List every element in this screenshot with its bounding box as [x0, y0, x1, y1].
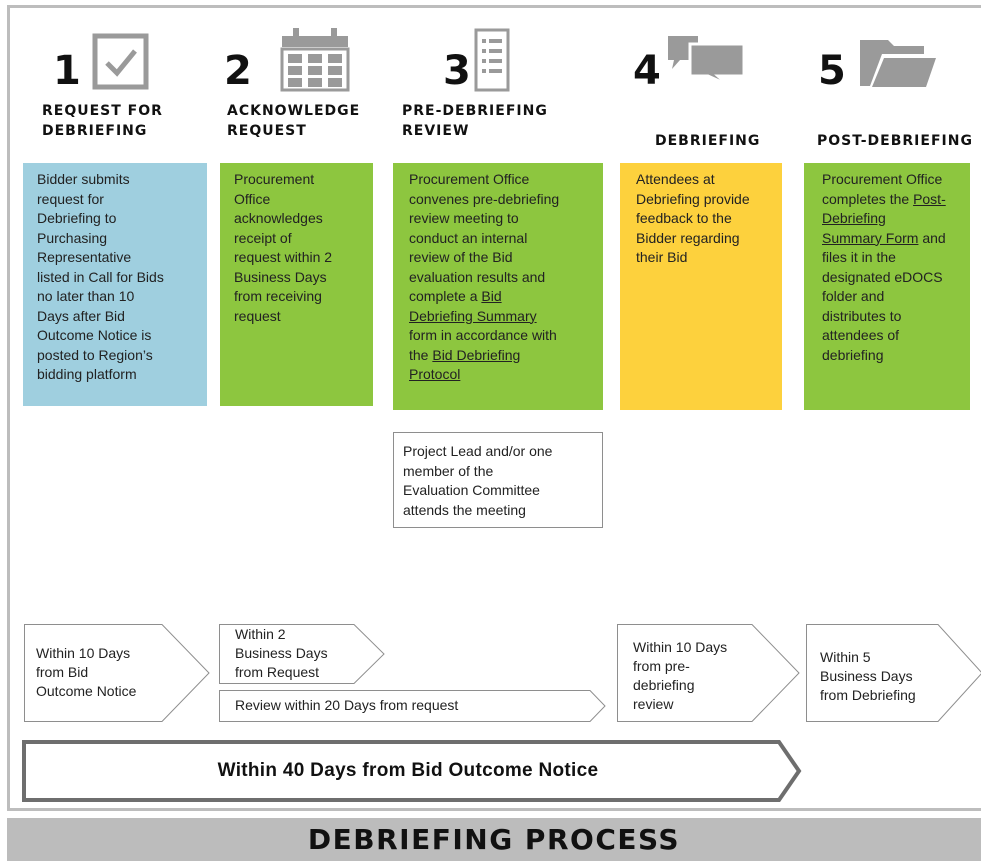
post-debriefing-summary-form-link-end[interactable]: Summary Form: [822, 229, 919, 246]
folder-icon: [858, 32, 938, 95]
bid-debriefing-protocol-link[interactable]: Bid Debriefing: [432, 346, 521, 363]
diagram-frame: [7, 5, 981, 811]
timeline-step-3: Review within 20 Days from request: [219, 690, 606, 722]
step-2-number: 2: [224, 48, 252, 94]
diagram-title-banner: DEBRIEFING PROCESS: [7, 818, 981, 861]
post-debriefing-summary-form-link[interactable]: Post-: [913, 190, 946, 207]
bid-debriefing-summary-link[interactable]: Bid: [481, 288, 502, 304]
bid-debriefing-protocol-link-cont[interactable]: Protocol: [409, 366, 461, 382]
checkbox-icon: [92, 33, 150, 96]
step-4-number: 4: [633, 48, 661, 94]
step-3-description: Procurement Office convenes pre-debriefi…: [393, 163, 603, 410]
step-5-number: 5: [818, 48, 846, 94]
calendar-icon: [280, 26, 350, 97]
overall-timeline-arrow: [22, 740, 802, 802]
checklist-icon: [474, 28, 510, 97]
overall-timeline-label: Within 40 Days from Bid Outcome Notice: [217, 760, 599, 781]
bid-debriefing-summary-link-cont[interactable]: Debriefing Summary: [409, 307, 537, 324]
step-5-description: Procurement Office completes the Post- D…: [804, 163, 970, 410]
speech-bubbles-icon: [666, 32, 746, 91]
step-5-title: POST-DEBRIEFING: [817, 133, 973, 149]
step-3-number: 3: [443, 48, 471, 94]
step-4-title: DEBRIEFING: [655, 133, 761, 149]
step-1-number: 1: [53, 48, 81, 94]
post-debriefing-summary-form-link-cont[interactable]: Debriefing: [822, 210, 886, 226]
